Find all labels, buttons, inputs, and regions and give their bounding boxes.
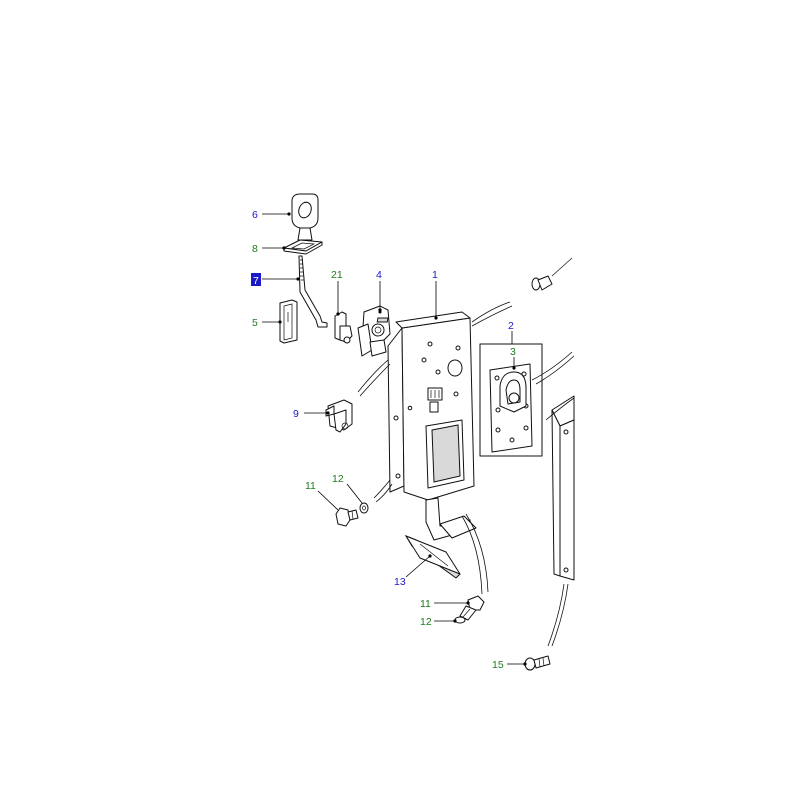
callout-7-group: 7 [251,273,300,287]
break-lines [357,301,575,647]
part-21-clip[interactable] [334,311,353,344]
part-12-washer-upper[interactable] [359,502,369,514]
part-6-handle[interactable] [291,193,319,241]
callout-21[interactable]: 21 [331,269,343,281]
callout-4[interactable]: 4 [376,269,382,281]
callout-2[interactable]: 2 [508,320,514,332]
callout-2-group: 2 [508,320,514,344]
part-11-bolt-lower[interactable] [459,595,485,621]
callout-11-upper[interactable]: 11 [305,480,316,492]
callout-3[interactable]: 3 [510,346,516,358]
callout-4-group: 4 [376,269,382,312]
part-8-gasket[interactable] [283,239,323,255]
part-15-screw[interactable] [524,655,551,671]
callout-5-group: 5 [252,317,282,329]
callout-13-group: 13 [394,554,432,588]
callout-15[interactable]: 15 [492,659,504,671]
callout-12a-group: 12 [332,473,363,504]
part-12-washer-lower[interactable] [454,616,466,624]
callout-7-highlight [251,273,261,286]
callout-8-group: 8 [252,243,286,255]
part-4-latch[interactable] [357,305,391,357]
callout-7[interactable]: 7 [253,275,259,287]
callout-15-group: 15 [492,659,527,671]
callout-11-lower[interactable]: 11 [420,598,431,610]
part-1-housing[interactable] [376,311,475,541]
body-panel-right [551,395,575,581]
callout-12-lower[interactable]: 12 [420,616,432,628]
part-9-bracket[interactable] [325,399,353,433]
callout-1-group: 1 [432,269,438,320]
callout-8[interactable]: 8 [252,243,258,255]
part-5-plate[interactable] [279,299,298,344]
part-11-bolt-upper[interactable] [335,507,359,527]
callout-11a-group: 11 [305,480,339,511]
callout-11b-group: 11 [420,598,470,610]
callout-3-group: 3 [510,346,516,368]
callout-12b-group: 12 [420,616,457,628]
callout-5[interactable]: 5 [252,317,258,329]
part-13-seal[interactable] [404,534,461,579]
callout-1[interactable]: 1 [432,269,438,281]
callout-9-group: 9 [293,408,330,420]
callout-13[interactable]: 13 [394,576,406,588]
callout-12-upper[interactable]: 12 [332,473,344,485]
callout-9[interactable]: 9 [293,408,299,420]
callout-6[interactable]: 6 [252,209,258,221]
callout-6-group: 6 [252,209,291,221]
callout-21-group: 21 [331,269,343,316]
part-2-striker-inset[interactable] [479,343,543,457]
seal-strip [439,515,477,539]
screw-upper-right [531,257,573,291]
part-7-rod[interactable] [298,255,328,328]
